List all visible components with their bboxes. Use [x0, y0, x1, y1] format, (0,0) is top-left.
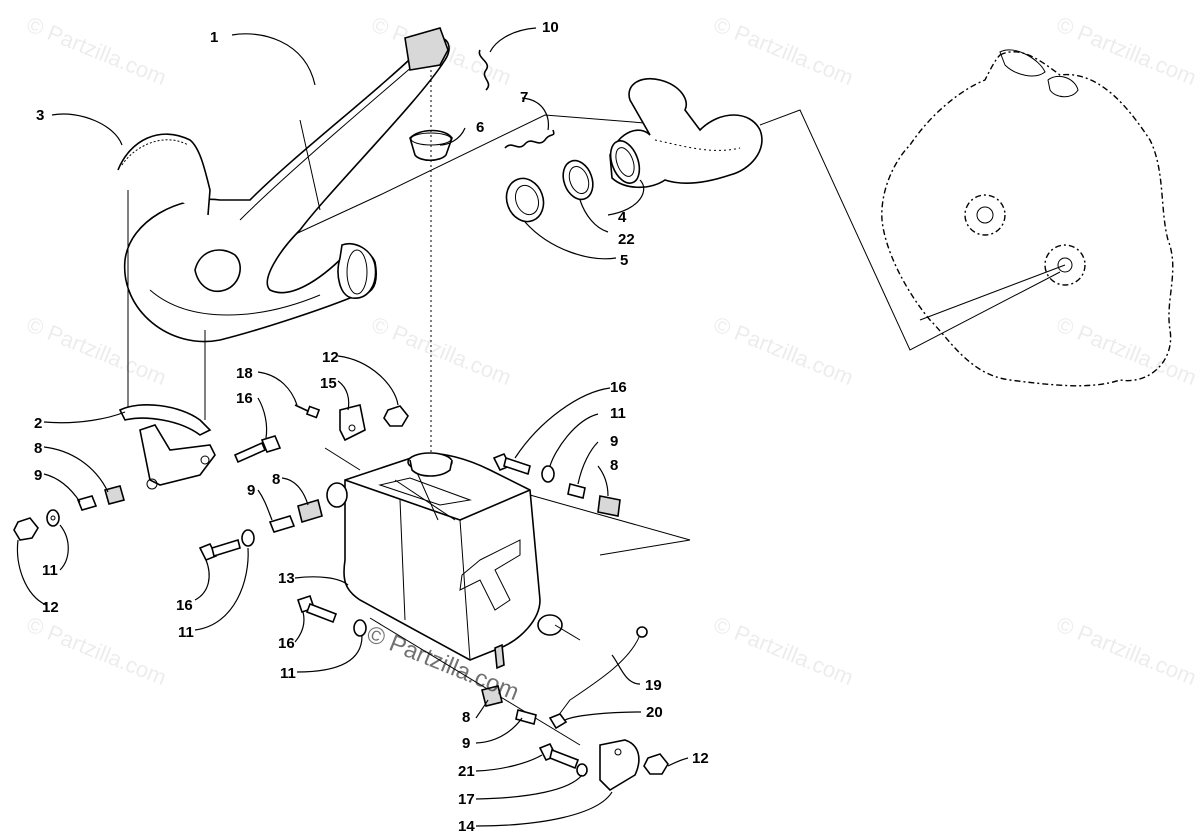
bracket-15[interactable] [339, 404, 366, 442]
callout-7: 7 [520, 89, 528, 106]
callout-11: 11 [280, 665, 296, 682]
callout-15: 15 [320, 375, 337, 392]
watermark: © Partzilla.com [368, 311, 515, 390]
exhaust-manifold-4[interactable] [605, 78, 763, 189]
callout-4: 4 [618, 209, 627, 226]
watermark: © Partzilla.com [710, 311, 857, 390]
callout-12: 12 [322, 349, 339, 366]
callout-1: 1 [210, 29, 218, 46]
callout-8: 8 [34, 440, 42, 457]
spacer-9-lower[interactable] [515, 709, 537, 725]
washer-17[interactable] [576, 763, 588, 777]
callout-12: 12 [692, 750, 709, 767]
callout-12: 12 [42, 599, 59, 616]
callout-13: 13 [278, 570, 295, 587]
callout-6: 6 [476, 119, 484, 136]
bolt-21[interactable] [538, 742, 580, 770]
bolt-16-right[interactable] [492, 452, 531, 476]
nut-12-left[interactable] [13, 517, 39, 541]
bolt-16-upper[interactable] [233, 435, 282, 464]
spacer-9-left[interactable] [76, 495, 98, 511]
callout-9: 9 [247, 482, 255, 499]
watermark: © Partzilla.com [1053, 311, 1200, 390]
callout-16: 16 [610, 379, 627, 396]
manifold-connection-line [249, 114, 671, 256]
washer-11-left[interactable] [46, 509, 60, 527]
spring-3[interactable] [117, 133, 211, 216]
bolt-16-lower[interactable] [296, 594, 338, 624]
callout-20: 20 [646, 704, 663, 721]
callout-17: 17 [458, 791, 475, 808]
bolt-18[interactable] [294, 404, 321, 419]
callout-11: 11 [610, 405, 626, 422]
ring-22[interactable] [558, 156, 598, 203]
engine-connection-line [759, 109, 1061, 351]
callout-9: 9 [462, 735, 470, 752]
callout-5: 5 [620, 252, 628, 269]
callout-18: 18 [236, 365, 253, 382]
callout-16: 16 [278, 635, 295, 652]
callout-16: 16 [236, 390, 253, 407]
callout-labels: 1 2 3 4 5 6 7 8 8 8 8 9 9 9 9 10 11 11 1… [34, 19, 709, 835]
watermark: © Partzilla.com [1053, 611, 1200, 690]
callout-3: 3 [36, 107, 44, 124]
grommet-8-middle[interactable] [297, 498, 323, 524]
connection-line [529, 494, 691, 556]
nut-12-upper[interactable] [383, 405, 409, 427]
connection-line [324, 447, 361, 471]
watermark: © Partzilla.com [23, 611, 170, 690]
exhaust-pipe[interactable] [123, 27, 450, 343]
callout-11: 11 [42, 562, 58, 579]
bolt-16-middle[interactable] [198, 538, 241, 562]
spacer-9-middle[interactable] [268, 515, 296, 533]
watermark: © Partzilla.com [1053, 11, 1200, 90]
callout-8: 8 [462, 709, 470, 726]
silencer-13[interactable] [326, 452, 563, 670]
callout-14: 14 [458, 818, 475, 835]
washer-11-middle[interactable] [241, 529, 255, 547]
callout-16: 16 [176, 597, 193, 614]
washer-11-lower[interactable] [353, 619, 367, 637]
bracket-2[interactable] [118, 404, 216, 490]
spring-10[interactable] [478, 49, 490, 91]
callout-22: 22 [618, 231, 635, 248]
leader-lines [16, 27, 689, 827]
callout-11: 11 [178, 624, 194, 641]
connection-line [369, 617, 581, 746]
callout-2: 2 [34, 415, 42, 432]
plate-14[interactable] [599, 739, 640, 792]
spacer-9-right[interactable] [567, 483, 586, 499]
watermark-layer: © Partzilla.com © Partzilla.com © Partzi… [23, 11, 1200, 690]
washer-11-right[interactable] [541, 465, 555, 483]
connection-line [554, 624, 581, 641]
callout-10: 10 [542, 19, 559, 36]
cable-19[interactable] [554, 626, 648, 721]
watermark: © Partzilla.com [23, 311, 170, 390]
spring-7[interactable] [504, 129, 555, 149]
callout-19: 19 [645, 677, 662, 694]
callout-9: 9 [610, 433, 618, 450]
grommet-8-left[interactable] [104, 485, 125, 505]
watermark: © Partzilla.com [710, 11, 857, 90]
grommet-8-right[interactable] [597, 495, 621, 517]
engine-outline [881, 49, 1174, 387]
callout-8: 8 [610, 457, 618, 474]
washer-20[interactable] [548, 713, 568, 730]
seal-5[interactable] [501, 173, 550, 227]
callout-8: 8 [272, 471, 280, 488]
watermark: © Partzilla.com [710, 611, 857, 690]
nut-12-lower[interactable] [643, 753, 669, 775]
callout-21: 21 [458, 763, 475, 780]
callout-9: 9 [34, 467, 42, 484]
watermark: © Partzilla.com [23, 11, 170, 90]
